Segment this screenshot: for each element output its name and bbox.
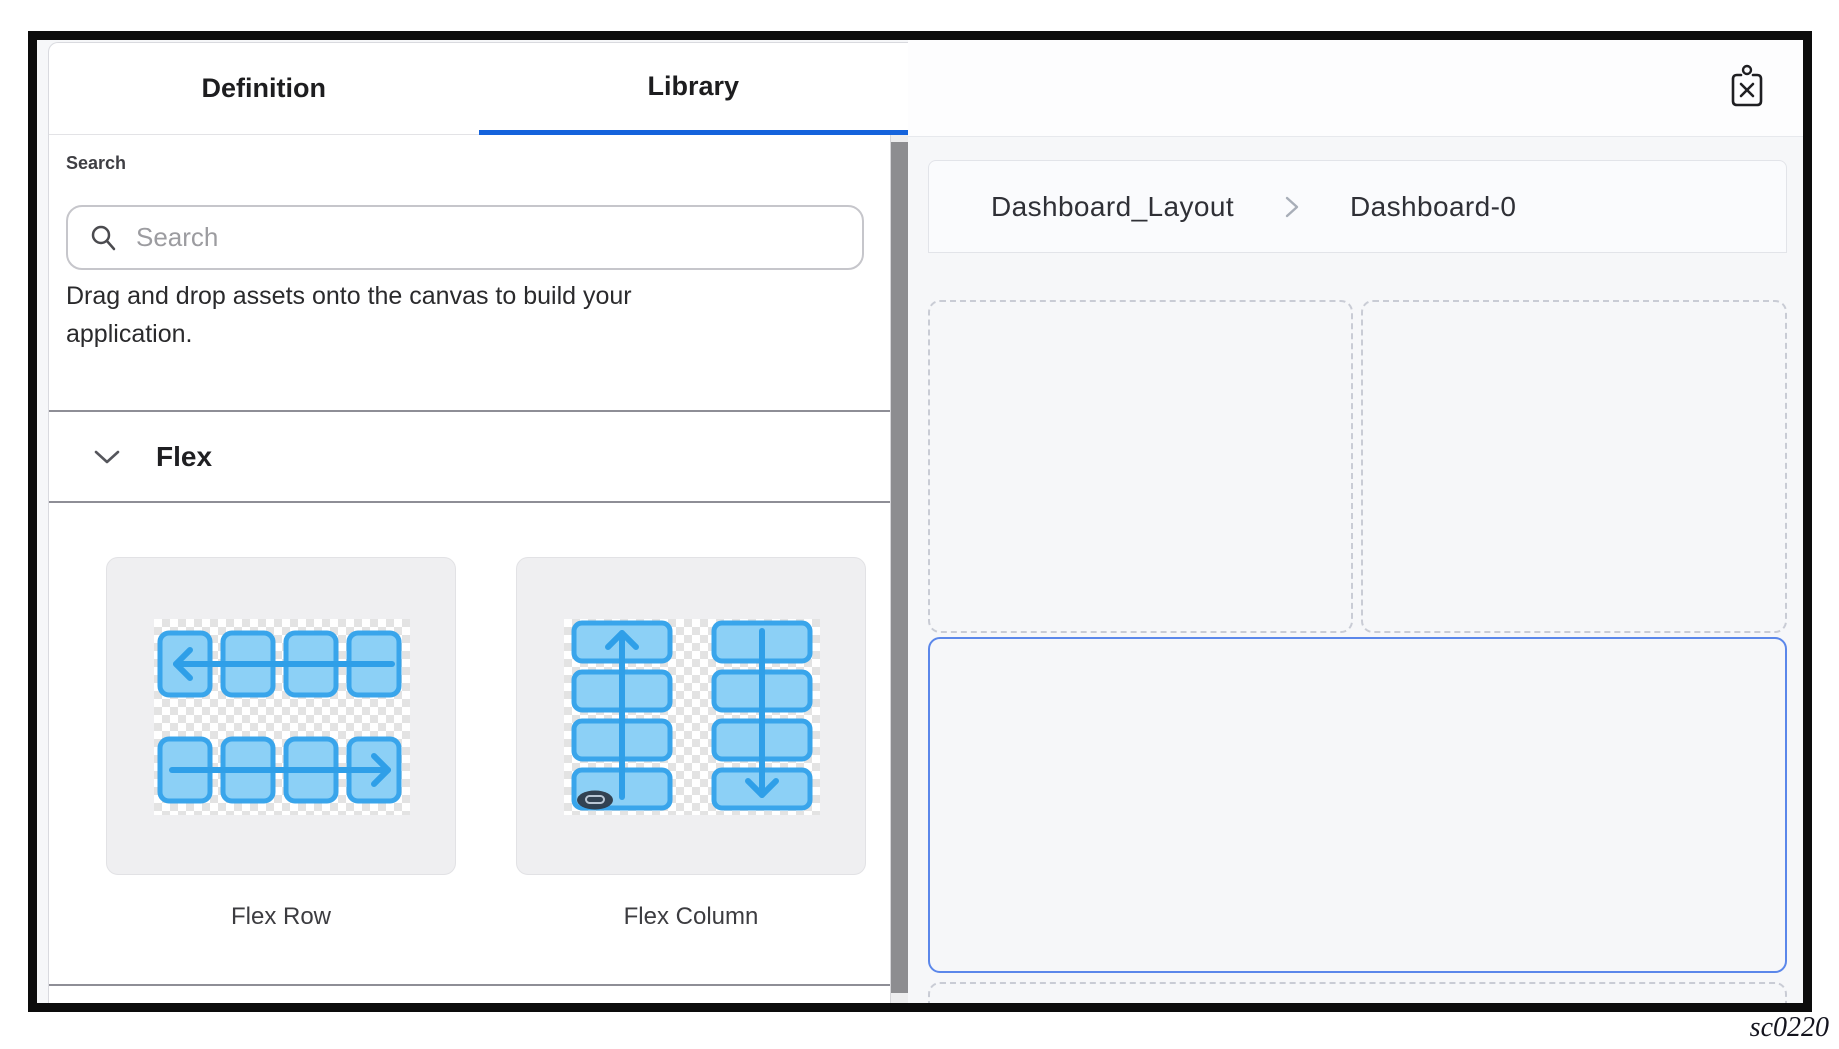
breadcrumb-chevron-icon	[1284, 193, 1300, 221]
asset-label-flex-row: Flex Row	[230, 903, 332, 930]
panel-scrollbar[interactable]	[890, 135, 908, 1003]
cursor-icon	[577, 790, 613, 810]
figure-caption: sc0220	[1749, 1012, 1829, 1043]
breadcrumb-item-dashboard-0[interactable]: Dashboard-0	[1350, 190, 1517, 222]
asset-label-flex-column: Flex Column	[623, 903, 759, 930]
panel-bottom-divider	[49, 984, 891, 986]
tab-library[interactable]: Library	[478, 43, 908, 135]
canvas-header	[908, 40, 1803, 137]
asset-card-flex-row[interactable]	[106, 557, 456, 875]
chevron-down-icon	[94, 449, 120, 465]
breadcrumb-item-dashboard-layout[interactable]: Dashboard_Layout	[991, 190, 1235, 222]
search-field[interactable]	[66, 205, 864, 270]
dropzone-top-left[interactable]	[928, 300, 1353, 633]
library-panel: Definition Library Search	[48, 42, 908, 1003]
flex-section-label: Flex	[156, 440, 213, 472]
search-input[interactable]	[134, 221, 842, 254]
section-divider-bottom	[49, 501, 891, 503]
dropzone-top-right[interactable]	[1361, 300, 1787, 633]
panel-description: Drag and drop assets onto the canvas to …	[66, 282, 632, 348]
scrollbar-thumb[interactable]	[891, 142, 908, 993]
dropzone-bottom[interactable]	[928, 982, 1787, 1003]
remove-widget-icon[interactable]	[1728, 62, 1766, 108]
tab-definition[interactable]: Definition	[201, 73, 326, 103]
dropzone-selected[interactable]	[928, 637, 1787, 973]
search-label: Search	[66, 153, 127, 173]
panel-tabbar: Definition Library	[49, 43, 908, 135]
search-icon	[88, 223, 118, 253]
section-divider-top	[49, 410, 891, 412]
panel-content: Search Drag and drop assets onto the can…	[49, 135, 891, 1003]
app-window: Definition Library Search	[28, 31, 1812, 1012]
breadcrumb: Dashboard_Layout Dashboard-0	[928, 160, 1787, 253]
flex-column-illustration	[564, 619, 820, 815]
flex-row-illustration	[154, 619, 410, 815]
flex-section-header[interactable]: Flex	[49, 412, 891, 501]
asset-card-flex-column[interactable]	[516, 557, 866, 875]
panel-body: Search Drag and drop assets onto the can…	[49, 135, 908, 1003]
